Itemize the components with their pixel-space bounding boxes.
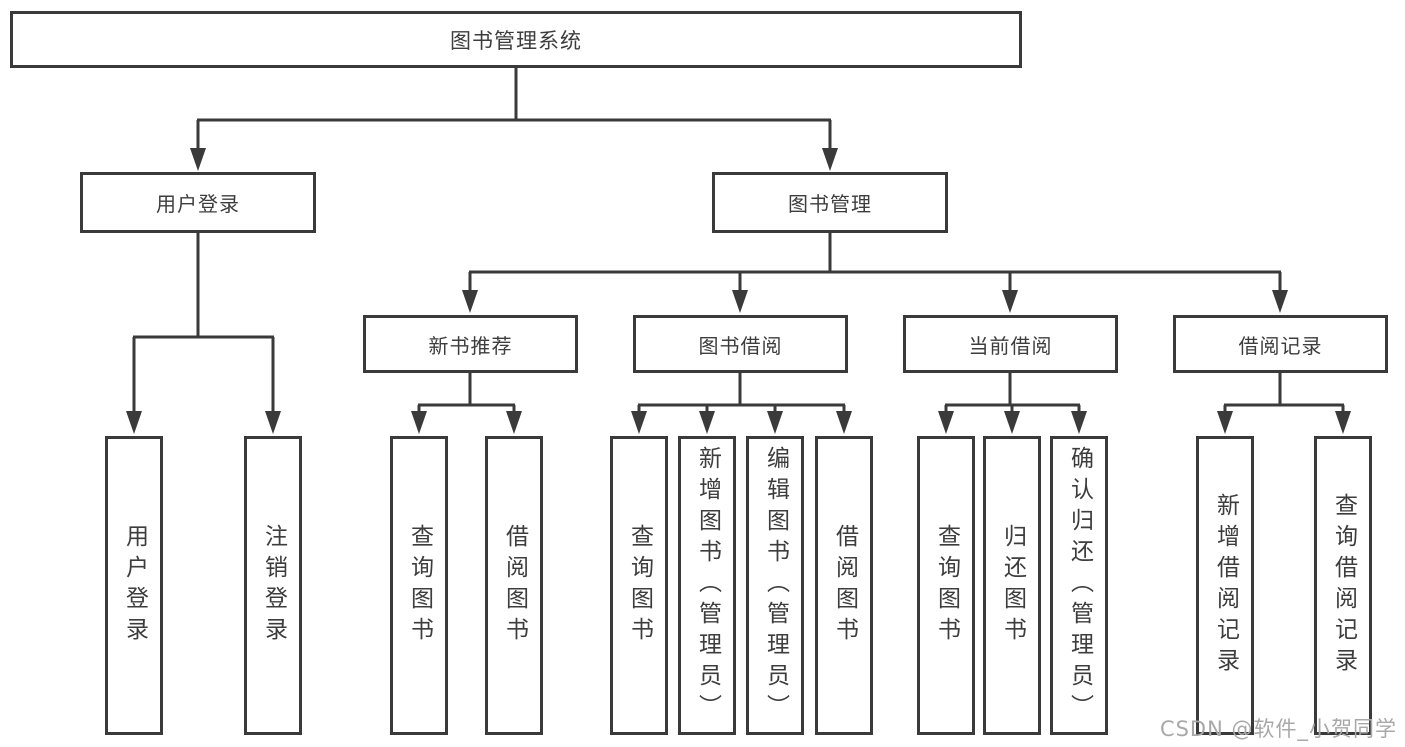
node-label: 借阅图书 (501, 523, 528, 648)
leaf-logout: 注销登录 (244, 436, 302, 735)
node-label: 图书管理 (788, 192, 872, 216)
node-label: 新增借阅记录 (1212, 492, 1239, 679)
node-label: 查询图书 (933, 523, 960, 648)
leaf-borrow-books-recommend: 借阅图书 (485, 436, 543, 735)
leaf-confirm-return-admin: 确认归还（管理员） (1050, 436, 1108, 735)
leaf-query-books-recommend: 查询图书 (390, 436, 448, 735)
arrowheads (126, 148, 1351, 434)
node-label: 注销登录 (260, 523, 287, 648)
leaf-edit-books-admin: 编辑图书（管理员） (746, 436, 804, 735)
node-label: 借阅记录 (1238, 333, 1323, 358)
node-borrow-records: 借阅记录 (1173, 315, 1388, 373)
node-label: 新增图书（管理员） (694, 446, 721, 725)
node-label: 图书管理系统 (450, 28, 582, 53)
node-label: 借阅图书 (831, 523, 858, 648)
node-label: 归还图书 (999, 523, 1026, 648)
leaf-query-books-borrow: 查询图书 (610, 436, 668, 735)
node-book-borrow: 图书借阅 (633, 315, 848, 373)
node-label: 编辑图书（管理员） (762, 446, 789, 725)
node-user-login: 用户登录 (80, 172, 316, 233)
node-current-borrow: 当前借阅 (903, 315, 1118, 373)
leaf-add-books-admin: 新增图书（管理员） (678, 436, 736, 735)
leaf-add-borrow-record: 新增借阅记录 (1196, 436, 1254, 735)
node-book-management: 图书管理 (712, 172, 948, 233)
node-label: 用户登录 (156, 192, 240, 216)
node-label: 确认归还（管理员） (1066, 446, 1093, 725)
node-label: 查询图书 (406, 523, 433, 648)
leaf-borrow-books: 借阅图书 (815, 436, 873, 735)
node-label: 新书推荐 (428, 333, 513, 358)
node-root: 图书管理系统 (10, 11, 1022, 68)
node-label: 当前借阅 (968, 333, 1053, 358)
leaf-return-books: 归还图书 (983, 436, 1041, 735)
node-new-book-recommend: 新书推荐 (363, 315, 578, 373)
node-label: 用户登录 (121, 523, 148, 648)
node-label: 查询图书 (626, 523, 653, 648)
leaf-user-login: 用户登录 (105, 436, 163, 735)
leaf-query-books-current: 查询图书 (917, 436, 975, 735)
leaf-query-borrow-record: 查询借阅记录 (1314, 436, 1372, 735)
node-label: 图书借阅 (698, 333, 783, 358)
watermark: CSDN @软件_小贺同学 (1159, 717, 1397, 741)
node-label: 查询借阅记录 (1330, 492, 1357, 679)
